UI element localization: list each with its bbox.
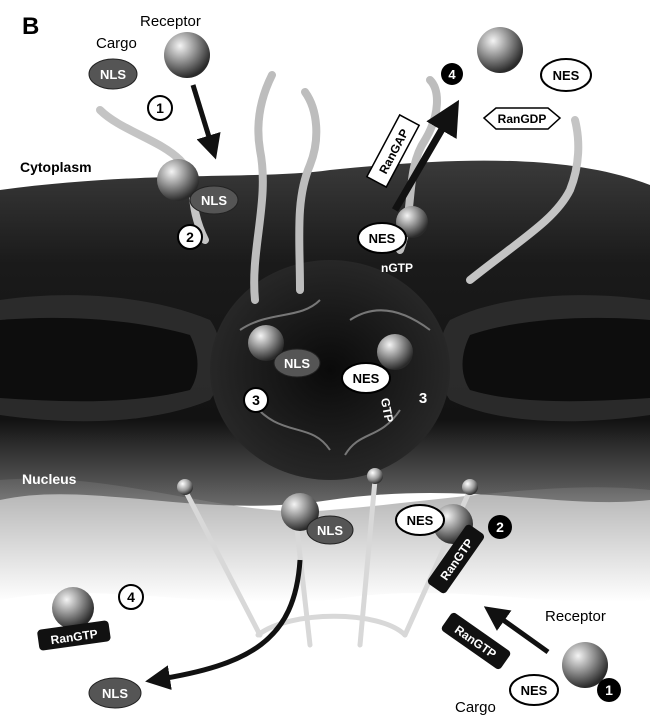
import-step-4-number: 4	[127, 589, 135, 605]
export-rangtp-partial-pore: nGTP	[381, 261, 413, 275]
import-cargo-label: Cargo	[96, 35, 137, 52]
export-step-2-number: 2	[496, 519, 504, 535]
ran-gdp-label: RanGDP	[498, 112, 547, 126]
cytoplasm-label: Cytoplasm	[20, 159, 92, 175]
import-step-2-number: 2	[186, 229, 194, 245]
import-nls-label-released: NLS	[102, 686, 128, 701]
export-nes-label-1: NES	[521, 683, 548, 698]
export-receptor-in-pore	[377, 334, 413, 370]
import-receptor-sphere	[164, 32, 210, 78]
export-step-4-number: 4	[448, 67, 456, 82]
import-nls-label-2: NLS	[201, 193, 227, 208]
import-nls-label-1: NLS	[100, 67, 126, 82]
export-step-1-number: 1	[605, 682, 613, 698]
export-receptor-released	[477, 27, 523, 73]
import-receptor-label: Receptor	[140, 13, 201, 30]
import-receptor-recycled	[52, 587, 94, 629]
export-cargo-label: Cargo	[455, 699, 496, 716]
export-nes-label-4: NES	[369, 231, 396, 246]
export-nes-label-released: NES	[553, 68, 580, 83]
export-step-3-number: 3	[419, 390, 427, 407]
import-nls-label-4: NLS	[317, 523, 343, 538]
import-step-3-number: 3	[252, 392, 260, 408]
panel-label: B	[22, 13, 39, 40]
import-step-1-number: 1	[156, 100, 164, 116]
import-nls-label-3: NLS	[284, 356, 310, 371]
import-arrow-1	[193, 85, 213, 150]
nucleus-label: Nucleus	[22, 471, 77, 487]
export-nes-label-3: NES	[353, 371, 380, 386]
export-nes-label-2: NES	[407, 513, 434, 528]
export-receptor-label: Receptor	[545, 608, 606, 625]
